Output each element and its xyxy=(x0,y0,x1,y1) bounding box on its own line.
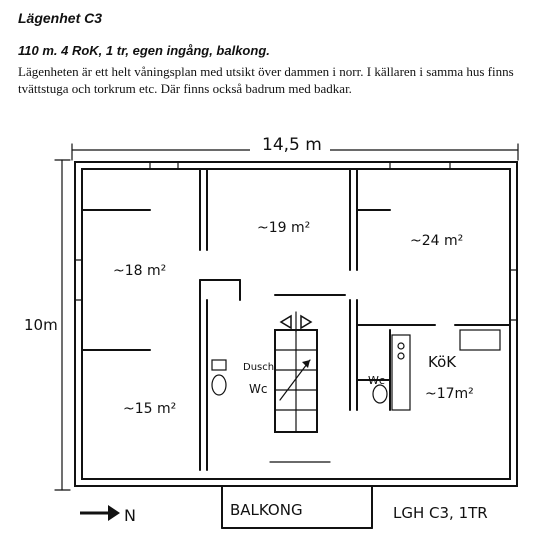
unit-label: LGH C3, 1TR xyxy=(393,504,488,522)
toilet-left-icon xyxy=(211,374,227,396)
bathroom-fixtures: Dusch Wc Wc xyxy=(211,359,388,404)
width-dimension: 14,5 m xyxy=(71,132,519,161)
page-description: Lägenheten är ett helt våningsplan med u… xyxy=(18,64,514,96)
kitchen-name: KöK xyxy=(428,353,457,371)
stove-burner-icon xyxy=(397,352,405,360)
room-mid-left-area: ~18 m² xyxy=(113,263,166,279)
kitchen-fixtures xyxy=(391,329,501,411)
toilet-right-icon xyxy=(372,384,388,404)
page-subtitle: 110 m. 4 RoK, 1 tr, egen ingång, balkong… xyxy=(18,43,270,58)
width-label: 14,5 m xyxy=(262,135,322,155)
room-top-right-area: ~24 m² xyxy=(410,233,463,249)
kitchen-area: ~17m² xyxy=(425,386,474,402)
interior-walls xyxy=(81,168,511,471)
compass: N xyxy=(80,505,136,525)
balcony: BALKONG xyxy=(221,461,373,529)
height-dimension: 10m xyxy=(24,159,71,491)
wc-left-label: Wc xyxy=(249,382,267,396)
kitchen-counter-icon xyxy=(391,334,411,411)
door-arrow-left-icon xyxy=(279,314,292,330)
dusch-label: Dusch xyxy=(243,362,274,373)
stairwell xyxy=(274,311,318,433)
north-arrow-icon xyxy=(108,505,120,521)
room-bottom-left-area: ~15 m² xyxy=(123,401,176,417)
sink-left-icon xyxy=(211,359,227,371)
compass-label: N xyxy=(124,506,136,525)
room-top-center-area: ~19 m² xyxy=(257,220,310,236)
room-labels: ~19 m² ~24 m² ~18 m² ~15 m² KöK ~17m² xyxy=(113,220,474,417)
balcony-label: BALKONG xyxy=(230,501,303,519)
wc-right-label: Wc xyxy=(368,374,385,387)
door-arrow-right-icon xyxy=(300,314,313,330)
kitchen-bench-icon xyxy=(459,329,501,351)
stove-burner-icon xyxy=(397,342,405,350)
page-title: Lägenhet C3 xyxy=(18,10,103,26)
height-label: 10m xyxy=(24,316,58,334)
